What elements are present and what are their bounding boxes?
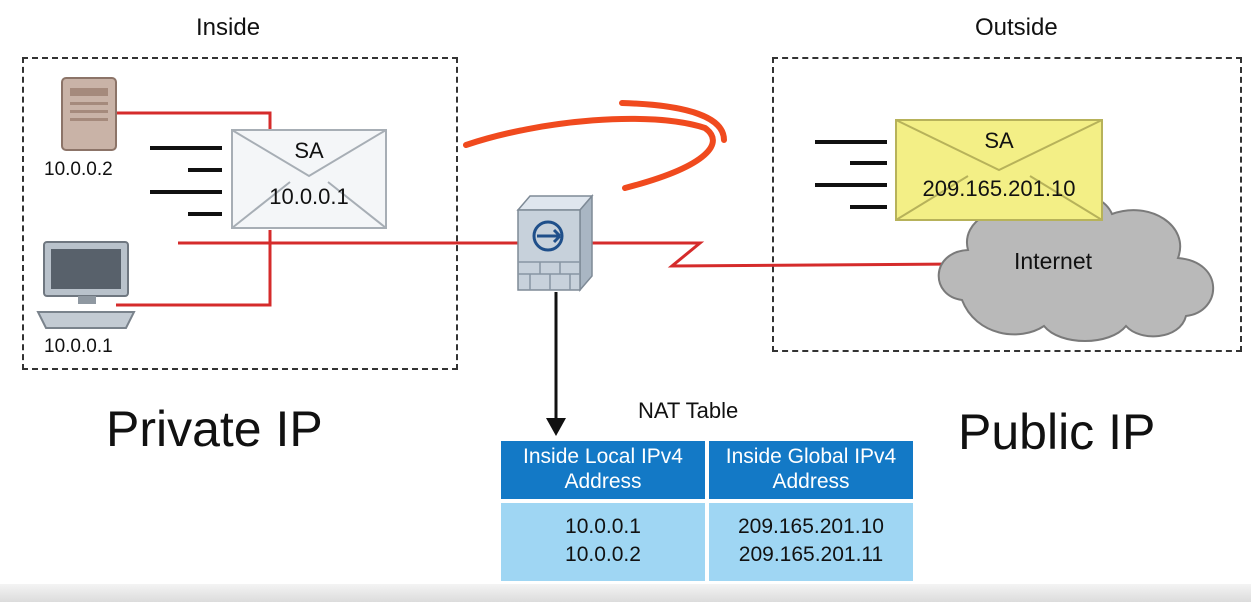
- nat-lookup-arrow: [546, 292, 566, 436]
- server-ip-label: 10.0.0.2: [44, 159, 113, 180]
- motion-lines-outside: [815, 140, 887, 209]
- server-icon: [61, 77, 117, 151]
- outside-packet-title: SA: [984, 128, 1014, 153]
- nat-table-body-row: 10.0.0.1 10.0.0.2 209.165.201.10 209.165…: [501, 503, 913, 581]
- outside-zone-box: [772, 57, 1242, 352]
- nat-header-inside-global: Inside Global IPv4 Address: [709, 441, 913, 499]
- nat-header-inside-local: Inside Local IPv4 Address: [501, 441, 705, 499]
- pc-icon: [36, 241, 136, 329]
- nat-cell-inside-global: 209.165.201.10 209.165.201.11: [709, 503, 913, 581]
- internet-label: Internet: [1014, 248, 1092, 274]
- nat-row-2-local: 10.0.0.2: [565, 543, 641, 566]
- server-link: [116, 111, 272, 130]
- outside-packet: SA 209.165.201.10: [896, 124, 1102, 220]
- inside-packet: SA 10.0.0.1: [232, 134, 386, 228]
- wan-link: [592, 241, 959, 268]
- nat-row-1-global: 209.165.201.10: [738, 515, 884, 538]
- inside-zone-box: [22, 57, 458, 370]
- private-ip-label: Private IP: [106, 401, 323, 457]
- inside-packet-title: SA: [294, 138, 324, 163]
- pc-ip-label: 10.0.0.1: [44, 336, 113, 357]
- nat-row-1-local: 10.0.0.1: [565, 515, 641, 538]
- firewall-router-icon: [516, 193, 594, 293]
- inside-envelope-icon: [231, 129, 387, 229]
- outside-label: Outside: [975, 14, 1058, 41]
- nat-row-2-global: 209.165.201.11: [738, 543, 884, 566]
- inside-label: Inside: [196, 14, 261, 41]
- internet-cloud-icon: [937, 192, 1215, 342]
- network-links: [116, 111, 959, 307]
- public-ip-label: Public IP: [958, 404, 1156, 460]
- outside-packet-address: 209.165.201.10: [922, 176, 1076, 201]
- nat-table-title: NAT Table: [638, 398, 739, 423]
- outside-envelope-icon: [895, 119, 1103, 221]
- bottom-bar: [0, 584, 1251, 602]
- nat-table: Inside Local IPv4 Address Inside Global …: [497, 437, 917, 585]
- inside-packet-address: 10.0.0.1: [269, 184, 349, 209]
- translation-arrow: [463, 100, 727, 191]
- pc-link: [116, 230, 272, 307]
- motion-lines-inside: [150, 146, 222, 216]
- nat-cell-inside-local: 10.0.0.1 10.0.0.2: [501, 503, 705, 581]
- nat-table-header-row: Inside Local IPv4 Address Inside Global …: [501, 441, 913, 499]
